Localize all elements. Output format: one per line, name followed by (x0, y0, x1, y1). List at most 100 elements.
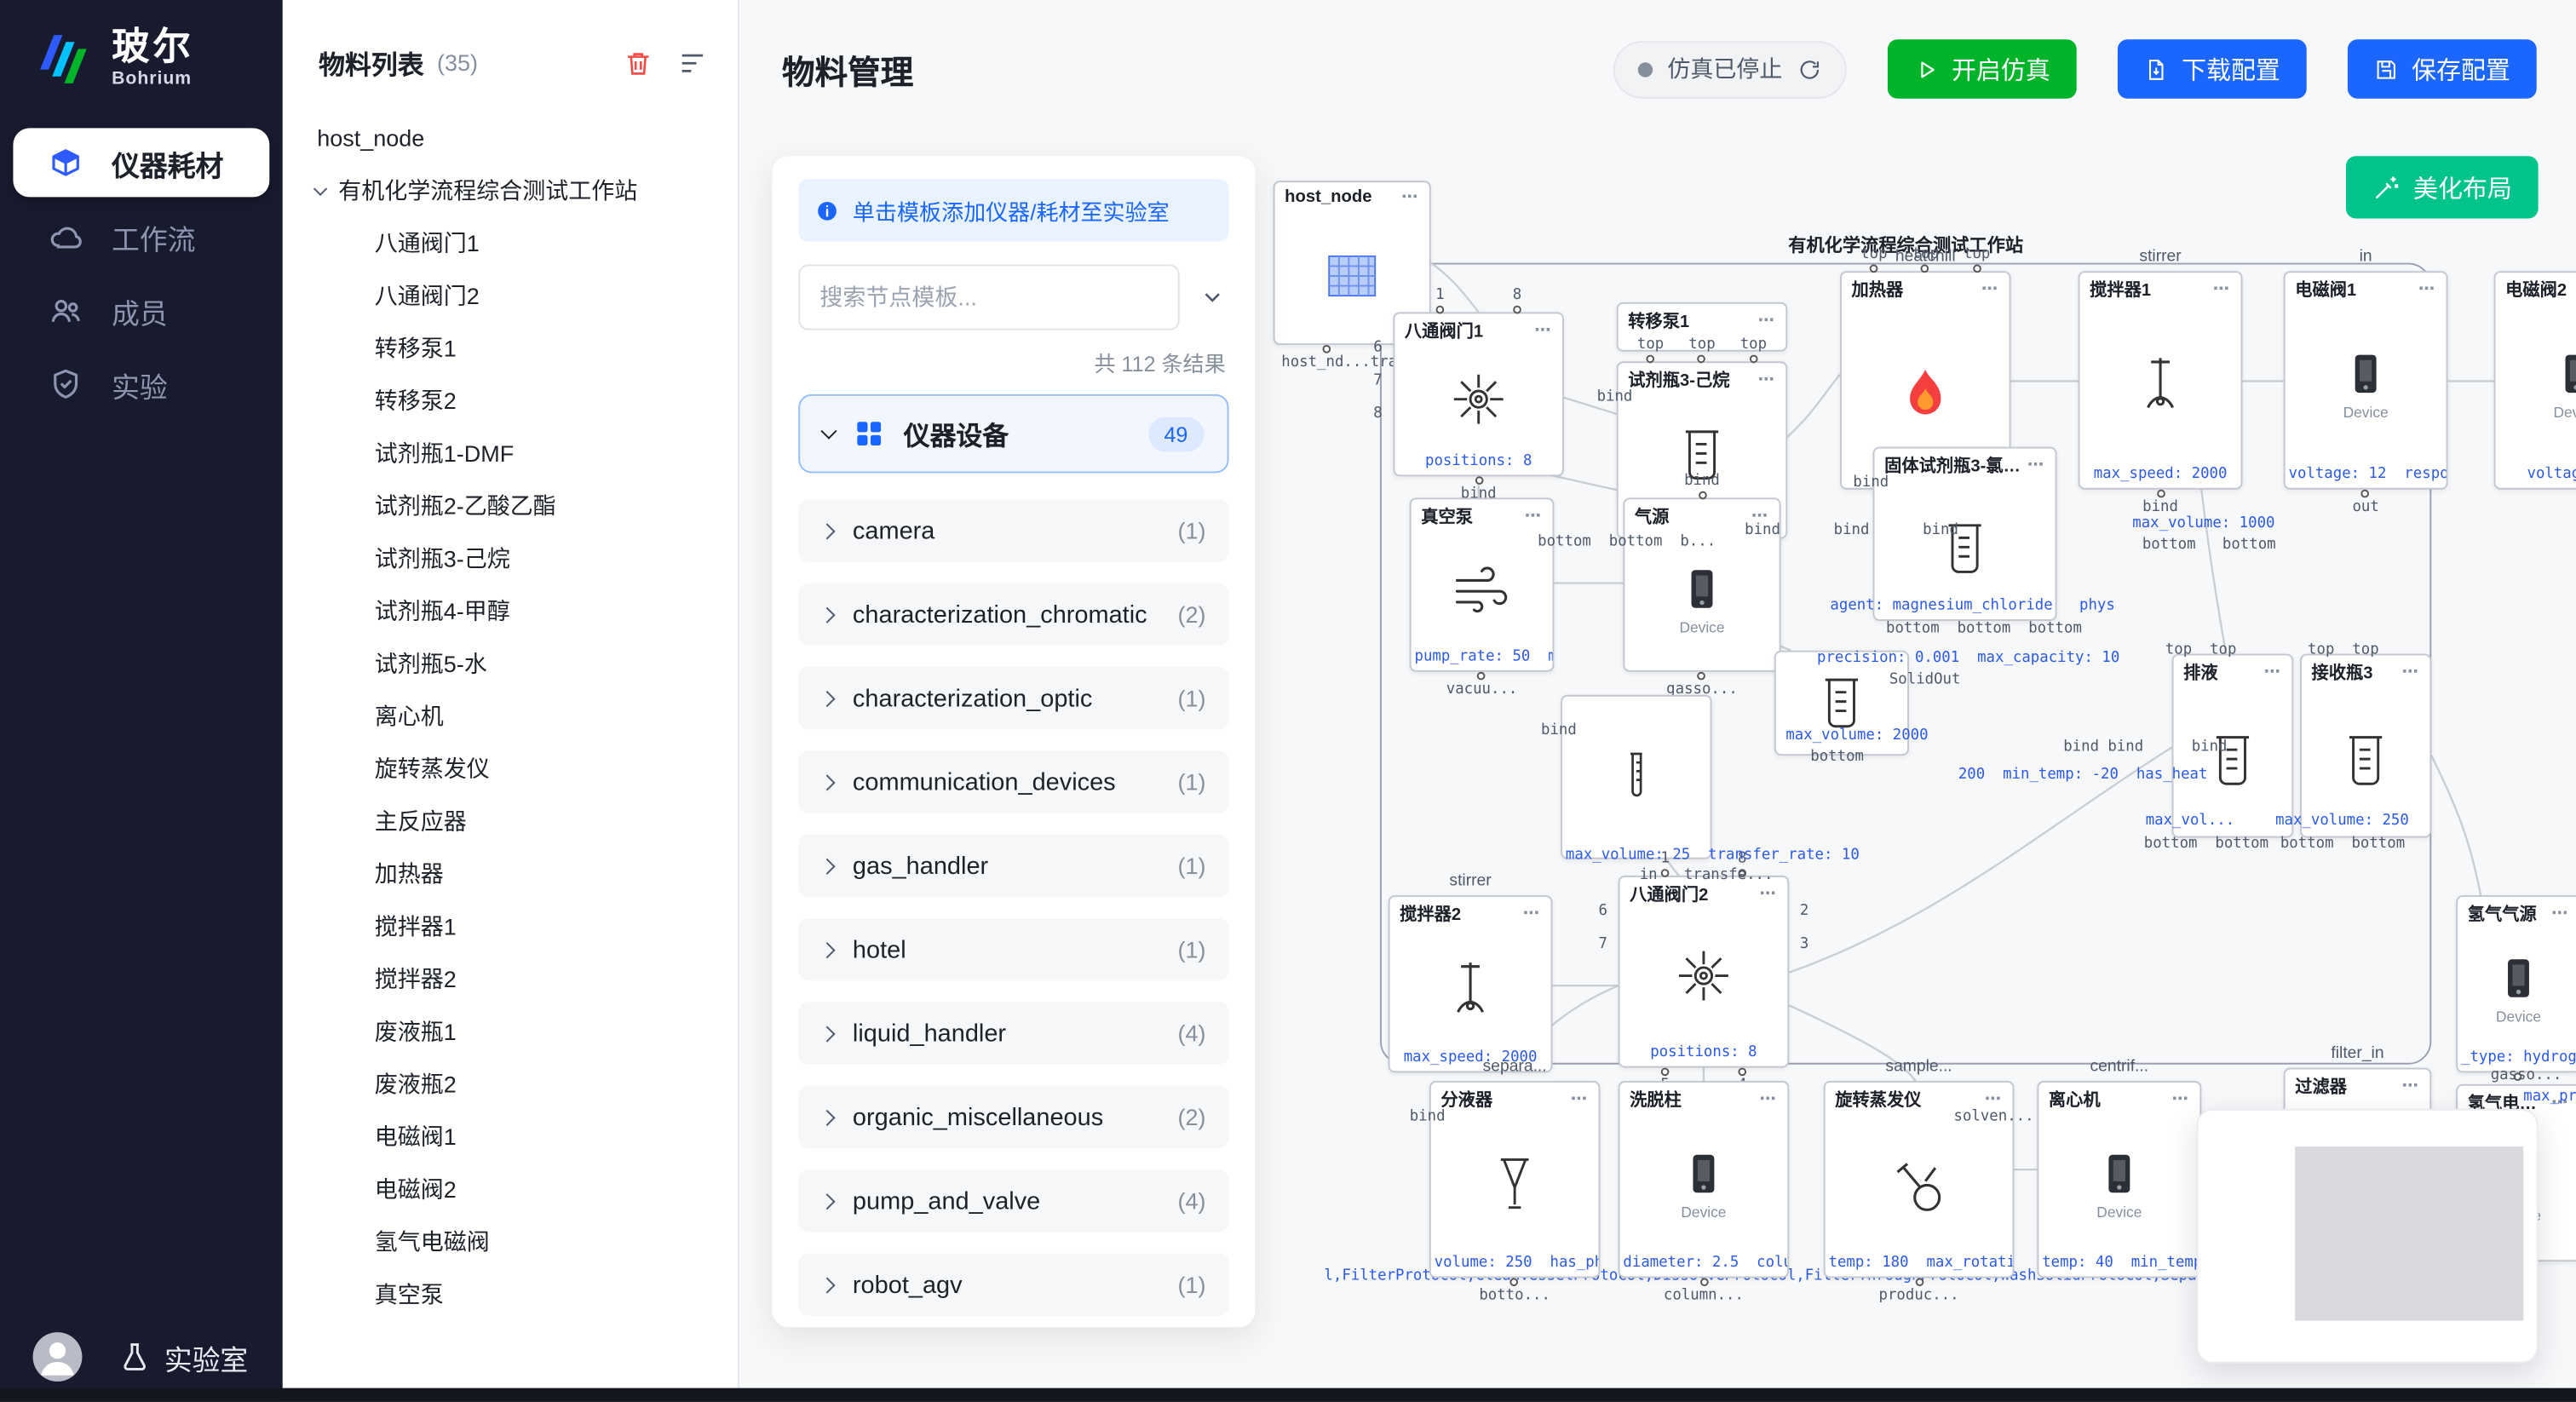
category-characterization_chromatic[interactable]: characterization_chromatic(2) (798, 583, 1229, 646)
tree-item[interactable]: 试剂瓶1-DMF (283, 427, 725, 480)
tree-item[interactable]: 真空泵 (283, 1268, 725, 1321)
node-menu-icon[interactable]: ⋯ (1981, 280, 2000, 299)
node-menu-icon[interactable]: ⋯ (1757, 312, 1776, 330)
template-search-input[interactable] (798, 264, 1180, 330)
node-menu-icon[interactable]: ⋯ (1570, 1090, 1589, 1109)
category-organic_miscellaneous[interactable]: organic_miscellaneous(2) (798, 1085, 1229, 1149)
node-menu-icon[interactable]: ⋯ (2171, 1090, 2190, 1109)
sidebar-item-consumables[interactable]: 仪器耗材 (13, 128, 270, 198)
user-avatar[interactable] (32, 1332, 83, 1382)
tree-item[interactable]: 离心机 (283, 690, 725, 743)
port-label: out (2352, 499, 2379, 516)
tree-item[interactable]: 搅拌器1 (283, 900, 725, 953)
device-group-accordion[interactable]: 仪器设备 49 (798, 394, 1229, 474)
tree-item[interactable]: 废液瓶2 (283, 1058, 725, 1111)
tree-item[interactable]: 试剂瓶5-水 (283, 637, 725, 690)
category-pump_and_valve[interactable]: pump_and_valve(4) (798, 1169, 1229, 1232)
tree-item[interactable]: 电磁阀2 (283, 1163, 725, 1215)
node-menu-icon[interactable]: ⋯ (2212, 280, 2231, 299)
canvas-node[interactable]: 排液⋯ (2171, 653, 2294, 838)
node-menu-icon[interactable]: ⋯ (2551, 1094, 2570, 1112)
canvas-node[interactable] (1774, 650, 1909, 756)
save-config-button[interactable]: 保存配置 (2347, 39, 2537, 99)
node-menu-icon[interactable]: ⋯ (1524, 507, 1543, 526)
canvas-node[interactable]: 接收瓶3⋯ (2299, 653, 2432, 838)
tree-item[interactable]: 主反应器 (283, 795, 725, 848)
port: top (1740, 336, 1767, 364)
tree-item[interactable]: 试剂瓶4-甲醇 (283, 585, 725, 638)
category-camera[interactable]: camera(1) (798, 499, 1229, 562)
minimap-viewport[interactable] (2295, 1146, 2524, 1321)
node-menu-icon[interactable]: ⋯ (1534, 321, 1553, 341)
node-menu-icon[interactable]: ⋯ (1759, 1090, 1778, 1109)
start-simulation-button[interactable]: 开启仿真 (1887, 39, 2077, 99)
sidebar-item-members[interactable]: 成员 (13, 276, 269, 345)
tree-item[interactable]: 加热器 (283, 848, 725, 900)
tree-item-root[interactable]: host_node (283, 112, 725, 164)
port: top (1688, 336, 1716, 364)
node-menu-icon[interactable]: ⋯ (1984, 1090, 2003, 1109)
canvas-node[interactable]: 固体试剂瓶3-氯化镁⋯bind (1853, 446, 2057, 621)
node-menu-icon[interactable]: ⋯ (1759, 885, 1778, 904)
tree-item[interactable]: 搅拌器2 (283, 953, 725, 1006)
tree-item[interactable]: 八通阀门1 (283, 217, 725, 270)
logo-subtitle: Bohrium (112, 68, 193, 89)
tree-item[interactable]: 转移泵2 (283, 375, 725, 428)
lab-switcher[interactable]: 实验室 (118, 1336, 248, 1377)
canvas-node[interactable]: 转移泵1⋯ (1616, 302, 1788, 352)
category-communication_devices[interactable]: communication_devices(1) (798, 750, 1229, 813)
collapse-panel-button[interactable] (1196, 281, 1229, 314)
node-menu-icon[interactable]: ⋯ (2401, 1077, 2420, 1096)
canvas-node[interactable]: separa...分液器⋯volume: 250 has_phases: tru… (1410, 1058, 1601, 1304)
canvas-node[interactable]: 八通阀门2⋯positions: 818546723 (1598, 851, 1808, 1094)
sidebar-item-workflow[interactable]: 工作流 (13, 202, 269, 271)
node-menu-icon[interactable]: ⋯ (1757, 371, 1776, 390)
clear-materials-button[interactable] (623, 47, 654, 78)
beautify-layout-button[interactable]: 美化布局 (2345, 156, 2539, 219)
materials-actions (623, 47, 708, 78)
node-menu-icon[interactable]: ⋯ (2551, 905, 2570, 923)
node-menu-icon[interactable]: ⋯ (2027, 457, 2046, 475)
minimap[interactable] (2196, 1108, 2539, 1364)
node-menu-icon[interactable]: ⋯ (1401, 187, 1420, 207)
sidebar-item-experiment[interactable]: 实验 (13, 350, 269, 419)
category-hotel[interactable]: hotel(1) (798, 918, 1229, 981)
tree-item[interactable]: 试剂瓶3-己烷 (283, 532, 725, 585)
tree-item-label: 离心机 (374, 703, 444, 730)
tree-item[interactable]: 转移泵1 (283, 322, 725, 375)
node-ports-bottom: gasso... (1631, 671, 1773, 698)
tree-item[interactable]: 旋转蒸发仪 (283, 743, 725, 796)
flow-canvas[interactable]: 有机化学流程综合测试工作站 host_node⋯host_nd...transf… (739, 0, 2576, 1388)
node-menu-icon[interactable]: ⋯ (2401, 664, 2420, 682)
category-robot_agv[interactable]: robot_agv(1) (798, 1253, 1229, 1316)
category-gas_handler[interactable]: gas_handler(1) (798, 834, 1229, 897)
canvas-node[interactable]: sample...旋转蒸发仪⋯temp: 180 max_rotation_sp… (1823, 1058, 2034, 1304)
tree-item[interactable]: 八通阀门2 (283, 269, 725, 322)
tree-item[interactable]: 试剂瓶2-乙酸乙酯 (283, 480, 725, 532)
node-menu-icon[interactable]: ⋯ (1522, 905, 1541, 923)
node-menu-icon[interactable]: ⋯ (2418, 280, 2437, 299)
tree-item[interactable]: 废液瓶1 (283, 1005, 725, 1058)
node-menu-icon[interactable]: ⋯ (2263, 664, 2282, 682)
category-liquid_handler[interactable]: liquid_handler(4) (798, 1002, 1229, 1065)
refresh-icon[interactable] (1797, 57, 1822, 82)
canvas-node[interactable]: bind (1541, 694, 1712, 859)
canvas-node[interactable]: 真空泵⋯pump_rate: 50 max_vacuum: 0.1vacuu..… (1409, 497, 1555, 698)
category-characterization_optic[interactable]: characterization_optic(1) (798, 666, 1229, 730)
node-props: max_speed: 2000 (2093, 466, 2228, 483)
list-settings-button[interactable] (677, 47, 709, 78)
tree-item[interactable]: 氢气电磁阀 (283, 1215, 725, 1268)
node-menu-icon[interactable]: ⋯ (1751, 507, 1770, 526)
download-config-button[interactable]: 下载配置 (2117, 39, 2307, 99)
tree-group-workstation[interactable]: 有机化学流程综合测试工作站 (283, 164, 725, 217)
tree-item[interactable]: 电磁阀1 (283, 1111, 725, 1164)
canvas-node[interactable]: 氢气气源⋯Device_type: hydrogengasso... (2456, 895, 2576, 1099)
